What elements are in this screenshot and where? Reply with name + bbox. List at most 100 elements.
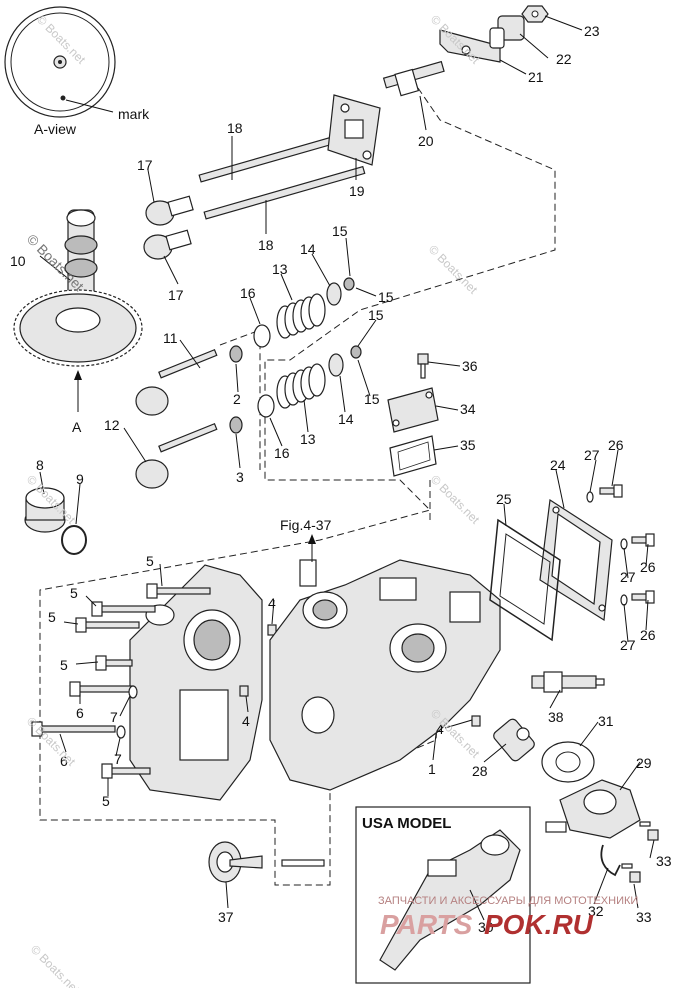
callout-13-upper: 13 [272,261,288,277]
watermark-bottom-left: © Boats.net [28,942,83,988]
brand-logo-left: PARTS [380,909,473,940]
callout-38: 38 [548,709,564,725]
governor-gear [208,841,263,883]
hex-nut [521,5,549,23]
callout-16-lower: 16 [274,445,290,461]
valve-cap-upper [343,277,355,291]
valve-cover-gasket [489,518,561,642]
callout-6-a: 6 [76,705,84,721]
bolt-set [31,583,481,779]
callout-27-top: 27 [584,447,600,463]
cylinder-block [269,559,501,791]
callout-18-upper: 18 [227,120,243,136]
mark-label: mark [118,106,150,122]
callout-26-top: 26 [608,437,624,453]
callout-9: 9 [76,471,84,487]
inspection-cover [387,387,439,433]
callout-5-b: 5 [70,585,78,601]
thermostat [493,718,535,762]
a-view-label: A-view [34,121,77,137]
watermark-lower-right: © Boats.net [428,472,483,527]
cover-bolt [417,353,429,379]
callout-26-bottom: 26 [640,627,656,643]
cam-gear [13,289,143,367]
view-arrow-label: A [72,419,82,435]
callout-7-b: 7 [114,751,122,767]
tappet-lower [143,229,192,260]
governor-pin [281,859,325,867]
callout-7-a: 7 [110,709,118,725]
valve-seal-lower [257,394,275,418]
callout-15-top: 15 [332,223,348,239]
fig-ref-label: Fig.4-37 [280,517,332,533]
callout-19: 19 [349,183,365,199]
callout-5-c: 5 [48,609,56,625]
callout-15-lower: 15 [364,391,380,407]
brand-tagline: ЗАПЧАСТИ И АКСЕССУАРЫ ДЛЯ МОТОТЕХНИКИ [378,895,638,907]
callout-12: 12 [104,417,120,433]
callout-5-e: 5 [102,793,110,809]
callout-34: 34 [460,401,476,417]
callout-5-a: 5 [146,553,154,569]
assembly-guide-lines [39,87,556,886]
valve-lower [135,422,218,489]
callout-18-lower: 18 [258,237,274,253]
a-view-gear-face [4,6,116,118]
watermark-mid-right: © Boats.net [426,242,481,297]
callout-14-lower: 14 [338,411,354,427]
filler-o-ring [61,525,87,555]
valve-keeper-upper [229,345,243,363]
callout-15-mid: 15 [368,307,384,323]
fig-ref-arrow [308,534,316,562]
callout-33-upper: 33 [656,853,672,869]
callout-27-mid: 27 [620,569,636,585]
callout-23: 23 [584,23,600,39]
thermostat-gasket [541,741,595,783]
callout-15-right: 15 [378,289,394,305]
watermarks: © Boats.net © Boats.net © Boats.net © Bo… [24,12,638,988]
valve-cap-lower [350,345,362,359]
thermostat-cover [545,779,641,839]
valve-cover [539,498,613,622]
callout-32: 32 [588,903,604,919]
usa-model-title: USA MODEL [362,815,451,832]
callout-14-upper: 14 [300,241,316,257]
callout-10: 10 [10,253,26,269]
crankcase-cover [129,564,263,801]
callout-13-lower: 13 [300,431,316,447]
spring-retainer-lower [328,353,344,377]
stud-bolt [382,60,445,97]
callout-20: 20 [418,133,434,149]
callout-26-mid: 26 [640,559,656,575]
callout-8: 8 [36,457,44,473]
callout-4-upper: 4 [268,595,276,611]
spring-retainer-upper [326,282,342,306]
callout-28: 28 [472,763,488,779]
callout-3: 3 [236,469,244,485]
elbow-fitting [489,15,525,49]
valve-spring-upper [276,293,326,339]
callout-30: 30 [478,919,494,935]
callout-1: 1 [428,761,436,777]
leader-lines [39,15,655,921]
pushrod-lower [203,165,366,220]
hose-clip [600,844,621,877]
part-number-labels: 18 18 17 17 19 20 21 22 23 10 13 14 15 1… [10,23,672,935]
valve-spring-lower [276,363,326,409]
view-arrow [74,370,82,412]
callout-25: 25 [496,491,512,507]
callout-21: 21 [528,69,544,85]
spark-plug [531,671,605,693]
callout-16-upper: 16 [240,285,256,301]
usa-model-inset [355,806,531,984]
callout-29: 29 [636,755,652,771]
cover-bolts [586,484,655,606]
callout-17-upper: 17 [137,157,153,173]
callout-36: 36 [462,358,478,374]
callout-17-lower: 17 [168,287,184,303]
callout-35: 35 [460,437,476,453]
timing-mark [60,95,66,101]
callout-11: 11 [163,330,178,346]
